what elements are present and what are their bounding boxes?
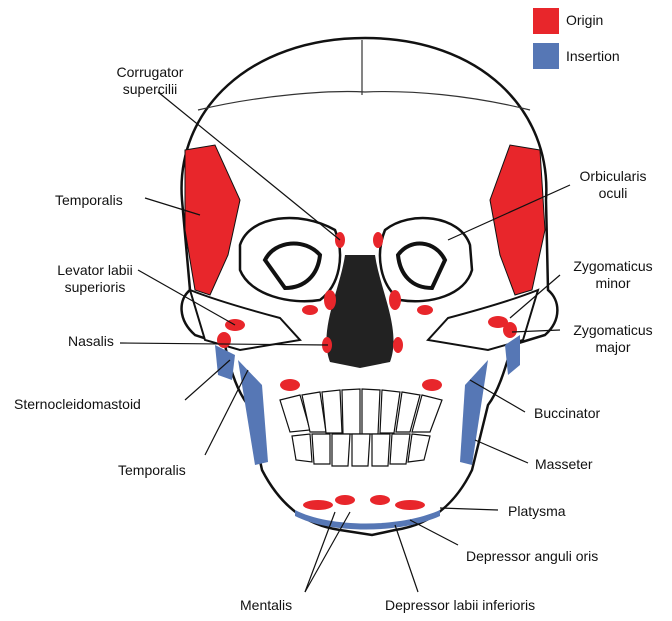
label-temporalis-lower: Temporalis [118,462,186,479]
label-depressor-labii: Depressor labii inferioris [385,597,535,614]
label-corrugator: Corrugator supercilii [95,64,205,98]
label-zygomaticus-minor: Zygomaticus minor [558,258,668,292]
label-mentalis: Mentalis [240,597,292,614]
label-zygomaticus-minor-line2: minor [558,275,668,292]
label-orbicularis: Orbicularis oculi [568,168,658,202]
legend-origin-swatch [533,8,559,34]
legend-origin-label: Origin [566,12,603,29]
label-sternocleidomastoid: Sternocleidomastoid [14,396,141,413]
label-zygomaticus-major-line2: major [558,339,668,356]
label-depressor-anguli: Depressor anguli oris [466,548,598,565]
label-levator: Levator labii superioris [40,262,150,296]
label-orbicularis-line1: Orbicularis [568,168,658,185]
label-buccinator: Buccinator [534,405,600,422]
label-platysma: Platysma [508,503,566,520]
label-orbicularis-line2: oculi [568,185,658,202]
label-masseter: Masseter [535,456,593,473]
label-levator-line1: Levator labii [40,262,150,279]
label-temporalis-upper: Temporalis [55,192,123,209]
label-zygomaticus-minor-line1: Zygomaticus [558,258,668,275]
label-corrugator-line1: Corrugator [95,64,205,81]
label-levator-line2: superioris [40,279,150,296]
label-zygomaticus-major: Zygomaticus major [558,322,668,356]
label-nasalis: Nasalis [68,333,114,350]
label-corrugator-line2: supercilii [95,81,205,98]
legend-insertion-swatch [533,43,559,69]
label-zygomaticus-major-line1: Zygomaticus [558,322,668,339]
legend-insertion-label: Insertion [566,48,620,65]
